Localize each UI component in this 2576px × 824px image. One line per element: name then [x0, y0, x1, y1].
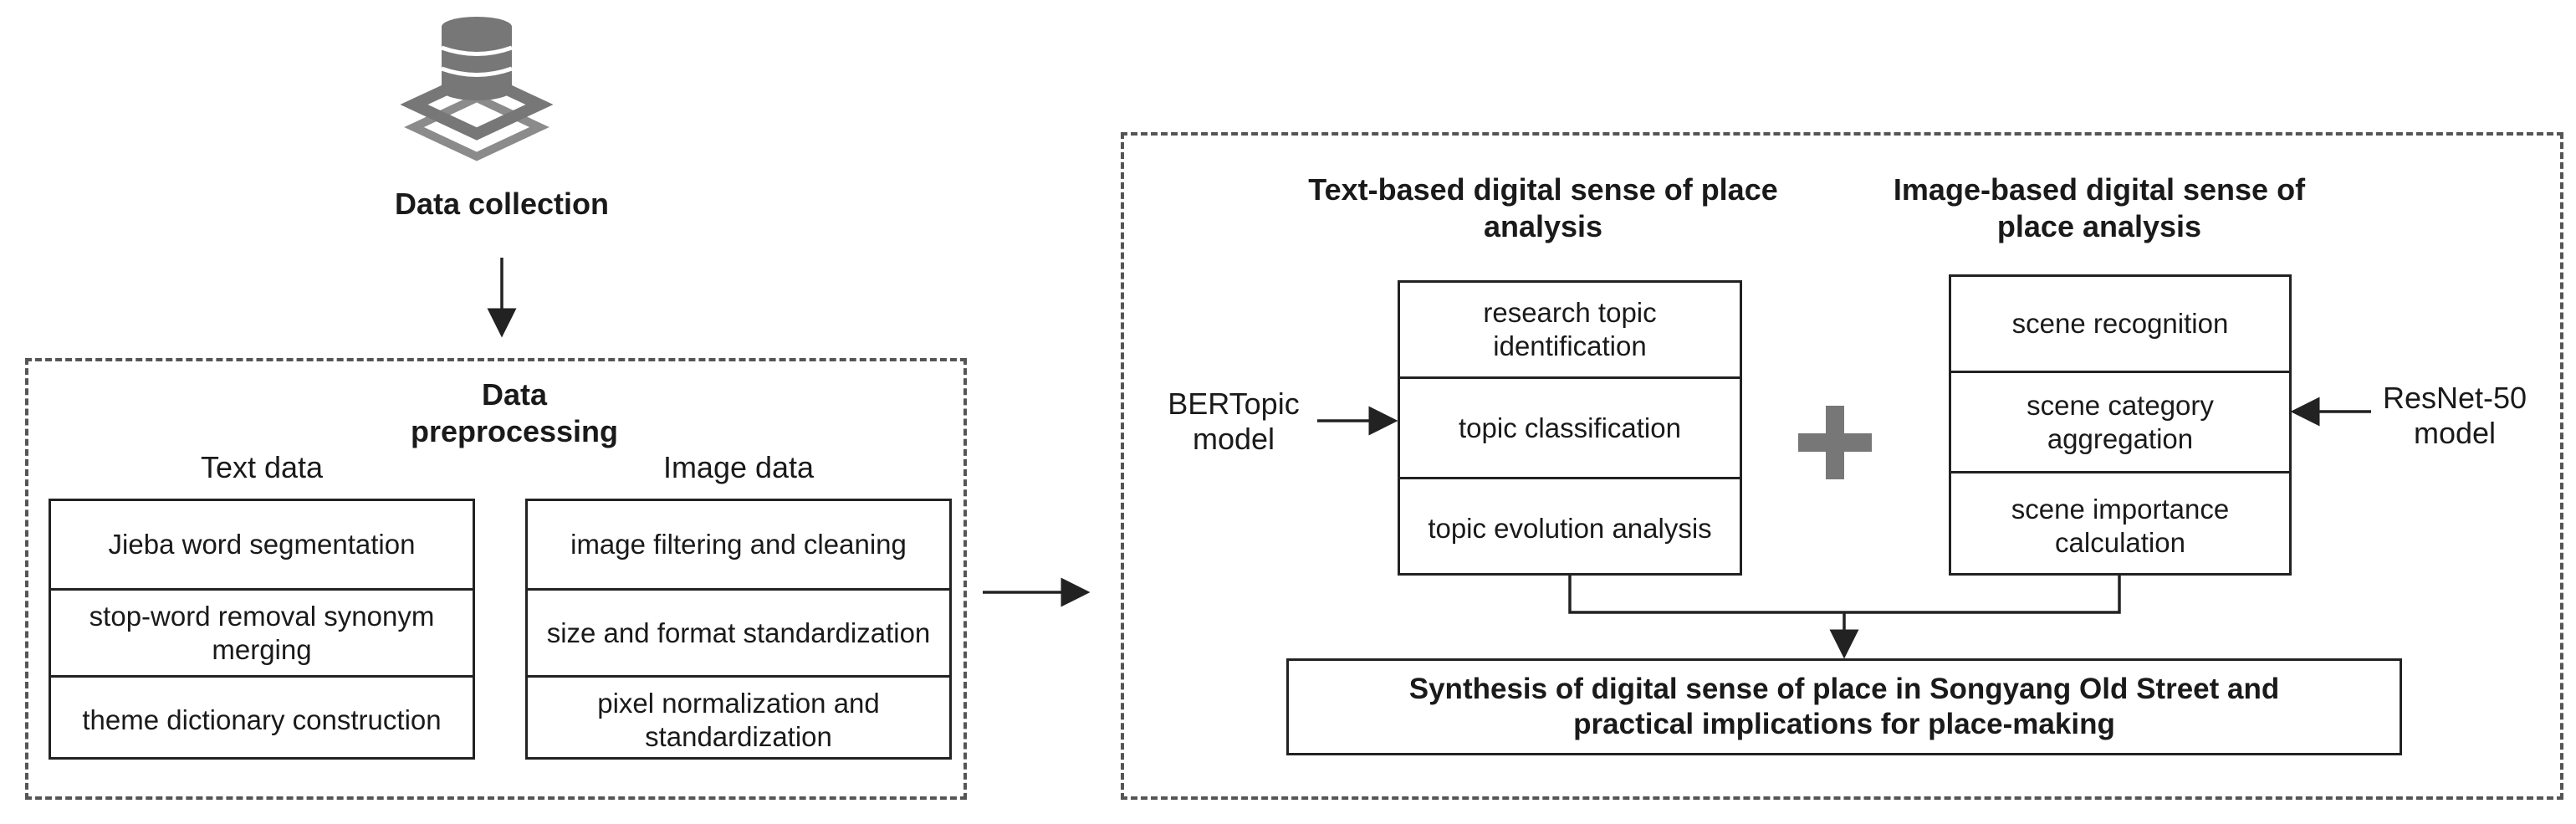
data-collection-label: Data collection	[394, 187, 610, 221]
image-analysis-title: Image-based digital sense of place analy…	[1893, 172, 2306, 243]
text-analysis-title: Text-based digital sense of place analys…	[1308, 172, 1778, 243]
image-data-heading: Image data	[662, 450, 815, 484]
plus-icon	[1798, 406, 1872, 479]
image-step-filtering: image filtering and cleaning	[570, 529, 907, 560]
text-preprocessing-stack: Jieba word segmentation stop-word remova…	[49, 499, 475, 760]
image-analysis-stack: scene recognition scene category aggrega…	[1949, 274, 2292, 576]
text-step-stopword: stop-word removal synonym merging	[51, 588, 473, 675]
image-analysis-scene-recognition: scene recognition	[2011, 308, 2229, 339]
text-analysis-topic-identification: research topic identification	[1483, 297, 1657, 361]
text-analysis-topic-classification: topic classification	[1400, 376, 1740, 477]
image-step-size-format: size and format standardization	[528, 588, 949, 675]
text-data-heading: Text data	[200, 450, 324, 484]
preprocessing-title: Data preprocessing	[410, 377, 619, 448]
database-icon	[400, 17, 554, 161]
analysis-panel	[1121, 132, 2563, 800]
image-analysis-scene-importance: scene importance calculation	[1951, 471, 2289, 578]
synthesis-box: Synthesis of digital sense of place in S…	[1286, 658, 2402, 755]
image-step-normalization: pixel normalization and standardization	[528, 675, 949, 762]
text-step-segmentation: Jieba word segmentation	[108, 529, 416, 560]
text-analysis-stack: research topic identification topic clas…	[1398, 280, 1742, 576]
resnet-model-label: ResNet-50 model	[2382, 381, 2527, 450]
text-analysis-topic-evolution: topic evolution analysis	[1400, 477, 1740, 578]
image-preprocessing-stack: image filtering and cleaning size and fo…	[525, 499, 952, 760]
preprocessing-panel	[25, 358, 967, 800]
image-analysis-scene-aggregation: scene category aggregation	[1951, 371, 2289, 471]
text-step-dictionary: theme dictionary construction	[51, 675, 473, 762]
bertopic-model-label: BERTopic model	[1168, 386, 1300, 456]
synthesis-text: Synthesis of digital sense of place in S…	[1408, 673, 2280, 740]
